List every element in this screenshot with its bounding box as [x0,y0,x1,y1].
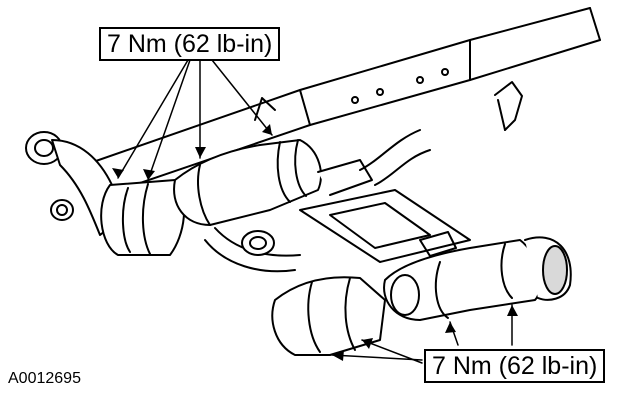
crossmember [299,81,523,263]
right-pre-converter [271,276,386,356]
y-pipe [204,129,431,273]
left-main-converter [173,139,322,226]
leader-arrowheads [112,124,518,361]
frame-rail [69,7,601,201]
torque-callout-top: 7 Nm (62 lb-in) [99,27,281,61]
leader-lines-top [117,59,273,181]
figure-id-label: A0012695 [8,370,81,387]
torque-callout-bottom: 7 Nm (62 lb-in) [424,349,606,383]
